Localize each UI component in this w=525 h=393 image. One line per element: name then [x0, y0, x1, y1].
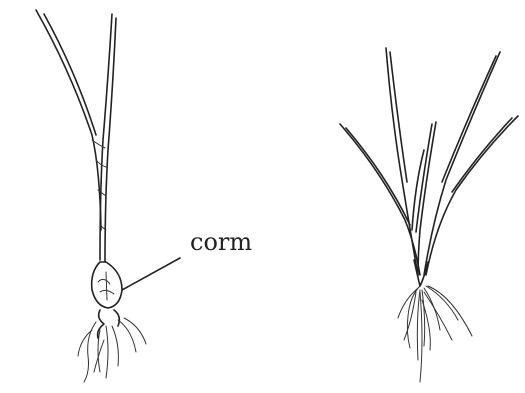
- corm-leader-line: [122, 258, 180, 290]
- corm-plant-roots: [78, 310, 146, 382]
- corm-label: corm: [190, 228, 252, 256]
- tufted-plant-roots: [398, 286, 472, 382]
- tufted-plant-leaves: [340, 48, 518, 286]
- tufted-plant: [340, 48, 518, 382]
- corm-plant-leaves: [36, 10, 116, 262]
- corm: [92, 262, 122, 308]
- corm-plant: [36, 10, 180, 382]
